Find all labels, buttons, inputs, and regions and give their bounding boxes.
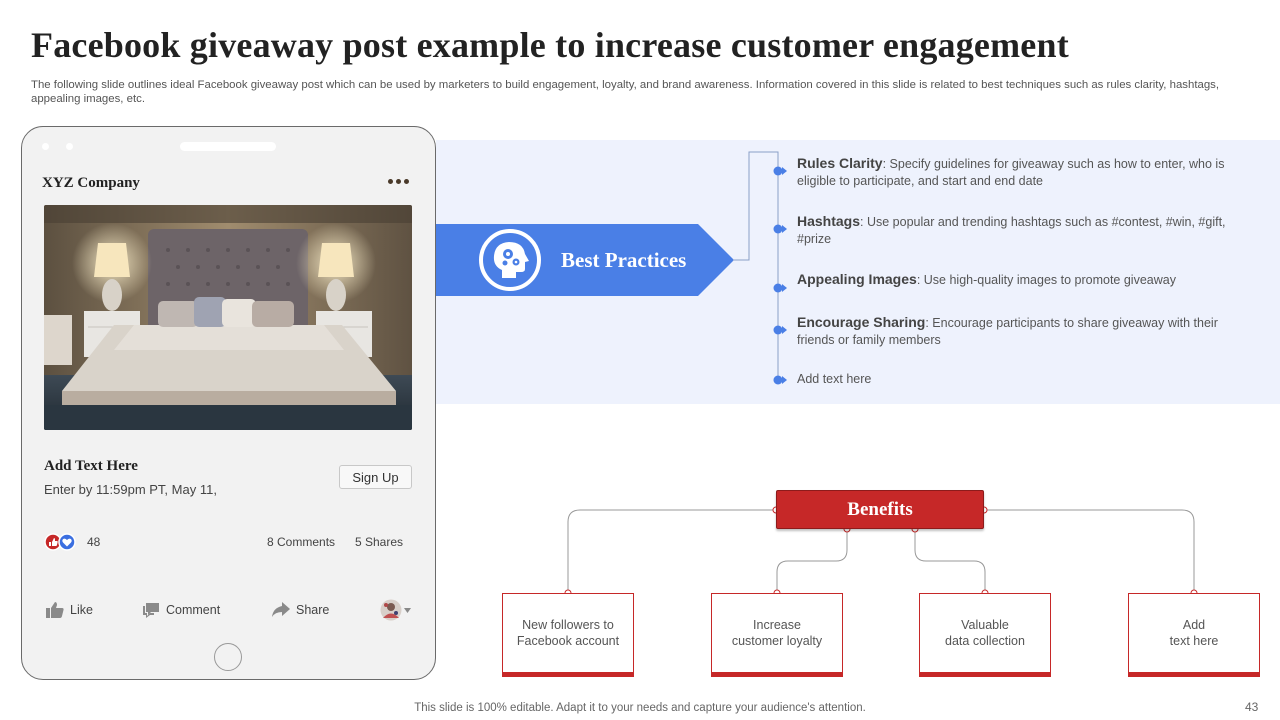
practice-title: Encourage Sharing <box>797 314 926 330</box>
post-heading: Add Text Here <box>44 458 138 474</box>
post-image-bedroom <box>44 205 412 430</box>
practice-text: : Encourage participants to share giveaw… <box>797 316 1218 347</box>
practice-text: : Use high-quality images to promote giv… <box>916 273 1176 287</box>
benefit-line: data collection <box>945 634 1025 648</box>
practice-rules-clarity: Rules Clarity: Specify guidelines for gi… <box>797 155 1243 190</box>
benefit-line: New followers to <box>522 618 614 632</box>
post-company-name: XYZ Company <box>42 175 140 191</box>
share-label: Share <box>296 603 330 617</box>
shares-count-link[interactable]: 5 Shares <box>355 535 404 549</box>
benefit-line: text here <box>1169 634 1219 648</box>
practice-appealing-images: Appealing Images: Use high-quality image… <box>797 271 1243 289</box>
benefit-line: Increase <box>753 618 801 632</box>
share-button[interactable]: Share <box>272 602 329 618</box>
like-label: Like <box>70 603 93 617</box>
share-arrow-icon <box>272 602 290 617</box>
benefit-customer-loyalty: Increase customer loyalty <box>711 593 843 677</box>
comment-icon <box>143 603 159 618</box>
speaker-bar <box>180 142 276 151</box>
account-switcher[interactable] <box>380 599 411 621</box>
practice-text: : Specify guidelines for giveaway such a… <box>797 157 1225 188</box>
practice-title: Hashtags <box>797 213 861 229</box>
practice-hashtags: Hashtags: Use popular and trending hasht… <box>797 213 1243 248</box>
benefit-line: Valuable <box>961 618 1009 632</box>
comment-label: Comment <box>166 603 221 617</box>
comments-count-link[interactable]: 8 Comments <box>267 535 336 549</box>
avatar <box>380 599 402 621</box>
reaction-icons <box>44 533 76 551</box>
sensor-dot <box>66 143 73 150</box>
benefit-line: customer loyalty <box>731 634 823 648</box>
reaction-summary[interactable]: 48 <box>44 533 100 551</box>
more-options-icon[interactable] <box>388 179 409 184</box>
chevron-down-icon <box>404 607 411 613</box>
page-number: 43 <box>1245 700 1259 714</box>
best-practices-label: Best Practices <box>561 248 687 272</box>
home-button[interactable] <box>214 643 242 671</box>
benefit-line: Add <box>1182 618 1206 632</box>
benefit-add-text: Add text here <box>1128 593 1260 677</box>
phone-mockup: XYZ Company <box>21 126 436 680</box>
practice-text: Add text here <box>797 372 872 386</box>
comment-button[interactable]: Comment <box>142 602 220 618</box>
benefit-line: Facebook account <box>516 634 620 648</box>
like-button[interactable]: Like <box>46 602 93 618</box>
practice-text: : Use popular and trending hashtags such… <box>797 215 1226 246</box>
practice-title: Rules Clarity <box>797 155 883 171</box>
camera-dot <box>42 143 49 150</box>
benefit-new-followers: New followers to Facebook account <box>502 593 634 677</box>
thumbs-up-icon <box>46 602 64 618</box>
benefit-data-collection: Valuable data collection <box>919 593 1051 677</box>
slide-subtitle: The following slide outlines ideal Faceb… <box>31 79 1220 105</box>
practice-encourage-sharing: Encourage Sharing: Encourage participant… <box>797 314 1243 349</box>
slide-title: Facebook giveaway post example to increa… <box>31 25 1069 65</box>
benefits-heading: Benefits <box>776 490 984 529</box>
reaction-count: 48 <box>87 535 101 549</box>
slide-footer: This slide is 100% editable. Adapt it to… <box>414 702 866 714</box>
head-gears-icon <box>479 229 541 291</box>
practice-title: Appealing Images <box>797 271 917 287</box>
practice-add-text: Add text here <box>797 371 1243 388</box>
sign-up-button[interactable]: Sign Up <box>339 465 412 489</box>
post-subtext: Enter by 11:59pm PT, May 11, <box>44 482 217 497</box>
